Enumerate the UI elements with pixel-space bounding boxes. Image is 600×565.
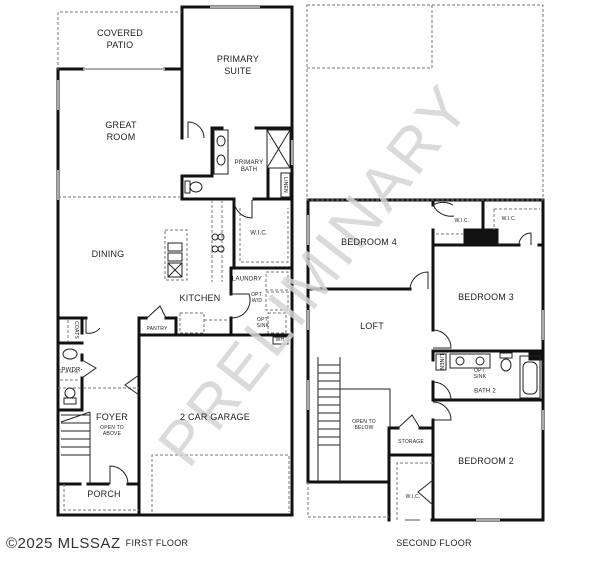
- room-label-bedroom-2: BEDROOM 2: [458, 456, 514, 466]
- first-floor-title: FIRST FLOOR: [125, 538, 189, 548]
- room-label-wic-1: W.I.C.: [454, 218, 470, 224]
- room-label-pantry: PANTRY: [146, 326, 168, 332]
- first-floor-fixtures: [60, 121, 291, 485]
- room-label-pwdr: -PWDR-: [59, 367, 83, 374]
- room-label-loft: LOFT: [360, 321, 384, 331]
- second-floor-windows: [307, 215, 544, 521]
- room-label-wic: W.I.C.: [250, 230, 268, 237]
- room-label-storage: STORAGE: [398, 439, 424, 445]
- first-floor-windows: [57, 6, 293, 200]
- room-label-covered-patio: COVERED PATIO: [97, 28, 143, 50]
- room-label-foyer: FOYER: [95, 412, 129, 422]
- first-floor-plan: [56, 5, 294, 517]
- room-label-laundry: LAUNDRY: [232, 276, 262, 283]
- copyright-notice: ©2025 MLSSAZ: [6, 535, 121, 552]
- room-label-coats: COATS: [73, 321, 79, 339]
- room-label-opt-sink-2: OPT. SINK: [473, 368, 487, 380]
- room-label-opt-wd: OPT. W/D: [251, 292, 263, 304]
- second-floor-fixtures: [317, 201, 541, 506]
- room-label-dining: DINING: [91, 249, 125, 259]
- room-label-bedroom-3: BEDROOM 3: [458, 292, 514, 302]
- room-label-primary-suite: PRIMARY SUITE: [216, 54, 260, 76]
- room-label-bath-2: BATH 2: [474, 388, 496, 395]
- room-label-primary-bath: PRIMARY BATH: [234, 160, 264, 173]
- room-label-great-room: GREAT ROOM: [105, 120, 137, 142]
- room-label-wic-2: W.I.C.: [501, 216, 517, 222]
- room-label-garage: 2 CAR GARAGE: [180, 412, 250, 422]
- second-floor-title: SECOND FLOOR: [396, 538, 472, 548]
- room-label-porch: PORCH: [87, 489, 121, 499]
- room-label-open-to-above: OPEN TO ABOVE: [100, 425, 124, 437]
- room-label-linen-2: LINEN: [438, 354, 444, 370]
- room-label-open-to-below: OPEN TO BELOW: [352, 419, 376, 431]
- second-floor-plan: [306, 198, 545, 522]
- room-label-kitchen: KITCHEN: [179, 293, 221, 303]
- first-floor-dashed-lines: [57, 11, 290, 512]
- room-label-bedroom-4: BEDROOM 4: [341, 237, 397, 247]
- room-label-opt-sink: OPT. SINK: [256, 317, 270, 329]
- room-label-linen: LINEN: [282, 177, 288, 193]
- room-label-wh: WH: [275, 337, 285, 343]
- second-floor-dashed-lines: [306, 4, 544, 520]
- room-label-wic-3: W.I.C.: [405, 494, 421, 500]
